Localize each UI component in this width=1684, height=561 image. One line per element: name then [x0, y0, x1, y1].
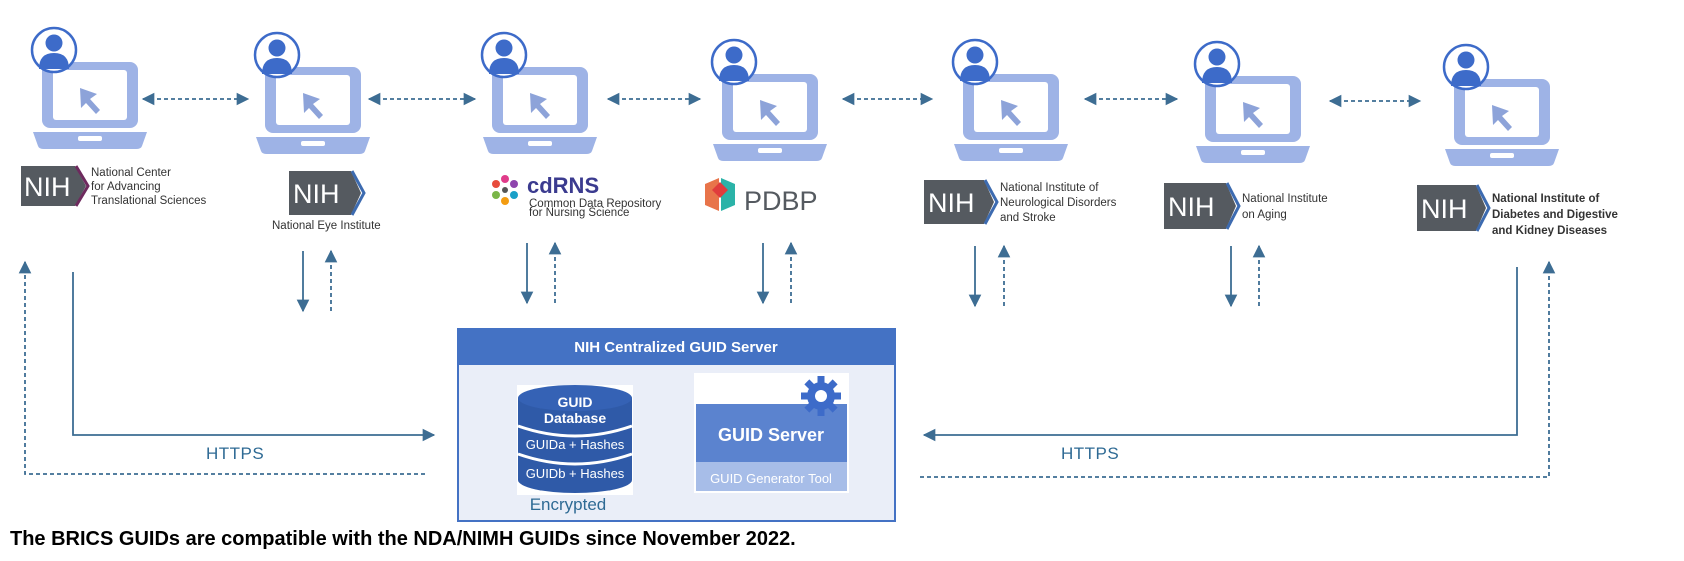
pdbp-icon — [705, 178, 735, 211]
cursor-icon — [303, 93, 323, 119]
https-label-left: HTTPS — [206, 444, 264, 463]
nih-logo-text: NIH — [1168, 192, 1215, 222]
cursor-icon — [760, 100, 780, 126]
nih-logo-text: NIH — [928, 188, 975, 218]
institute-logo-6: NIH National Institute on Aging — [1164, 182, 1328, 230]
cursor-icon — [1243, 102, 1263, 128]
institute-name: National Eye Institute — [272, 220, 381, 232]
nih-logo-text: NIH — [1421, 194, 1468, 224]
https-connection-right — [920, 260, 1556, 478]
workstation-7 — [1442, 43, 1559, 166]
cursor-icon — [1001, 100, 1021, 126]
institute-name: National Institute — [1242, 193, 1328, 205]
institute-logo-3: cdRNS Common Data Repository for Nursing… — [492, 173, 662, 219]
institute-name: Translational Sciences — [91, 195, 207, 207]
cursor-icon — [530, 93, 550, 119]
caption: The BRICS GUIDs are compatible with the … — [10, 528, 796, 550]
nih-logo-text: NIH — [293, 179, 340, 209]
institute-logo-5: NIH National Institute of Neurological D… — [924, 179, 1117, 225]
nih-badge — [21, 166, 86, 206]
peer-connections — [141, 92, 1422, 108]
institute-name: National Center — [91, 167, 171, 179]
institute-logo-7: NIH National Institute of Diabetes and D… — [1417, 184, 1618, 237]
guid-database: GUID Database GUIDa + Hashes GUIDb + Has… — [517, 385, 633, 514]
institute-name: Common Data Repository — [529, 198, 662, 210]
institute-logo-2: NIH National Eye Institute — [272, 170, 381, 232]
https-label-right: HTTPS — [1061, 444, 1119, 463]
server-title: NIH Centralized GUID Server — [574, 339, 778, 356]
generator-title: GUID Server — [718, 425, 824, 445]
institute-name: for Nursing Science — [529, 207, 629, 219]
workstation-6 — [1193, 40, 1310, 163]
cursor-icon — [80, 88, 100, 114]
institute-name: and Kidney Diseases — [1492, 225, 1607, 237]
workstation-5 — [951, 38, 1068, 161]
database-row-1: GUIDa + Hashes — [526, 437, 625, 452]
https-connection-left — [18, 260, 436, 475]
pdbp-logo-text: PDBP — [744, 186, 818, 216]
generator-tool-label: GUID Generator Tool — [710, 471, 832, 486]
institute-name: on Aging — [1242, 209, 1287, 221]
institute-name: for Advancing — [91, 181, 161, 193]
server-connections — [296, 241, 1266, 313]
institute-name: Neurological Disorders — [1000, 197, 1117, 209]
guid-server-box: NIH Centralized GUID Server GUID Databas… — [457, 328, 896, 522]
workstation-1 — [30, 26, 147, 149]
database-title-line1: GUID — [558, 394, 593, 410]
database-status: Encrypted — [530, 495, 607, 514]
nih-badge — [1164, 183, 1236, 229]
guid-generator: GUID Server GUID Generator Tool — [694, 373, 849, 493]
workstation-4 — [710, 38, 827, 161]
workstation-3 — [480, 31, 597, 154]
cdrns-logo-text: cdRNS — [527, 173, 599, 198]
workstation-2 — [253, 31, 370, 154]
institute-name: National Institute of — [1000, 182, 1099, 194]
institute-name: and Stroke — [1000, 212, 1056, 224]
institute-name: National Institute of — [1492, 193, 1600, 205]
gear-icon — [801, 376, 841, 416]
nih-badge — [1417, 185, 1486, 231]
database-title-line2: Database — [544, 410, 606, 426]
nih-badge — [924, 180, 994, 224]
cdrns-flower-icon — [492, 175, 518, 205]
institute-name: Diabetes and Digestive — [1492, 209, 1618, 221]
nih-badge — [289, 171, 361, 215]
nih-logo-text: NIH — [24, 172, 71, 202]
cursor-icon — [1492, 105, 1512, 131]
institute-logo-1: NIH National Center for Advancing Transl… — [21, 165, 207, 207]
institute-logo-4: PDBP — [705, 178, 818, 216]
database-row-2: GUIDb + Hashes — [526, 466, 625, 481]
